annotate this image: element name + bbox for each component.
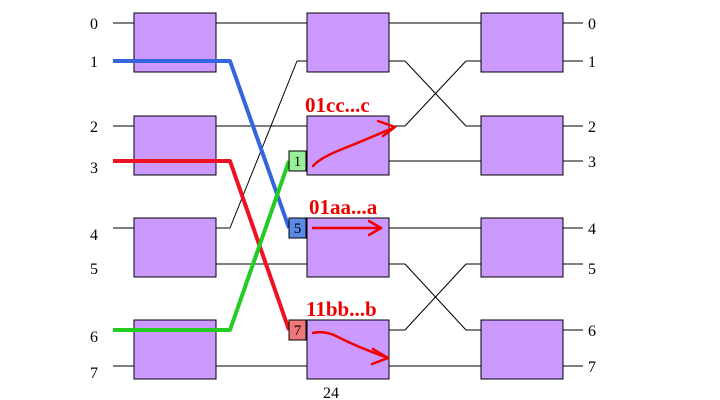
right-port-7: 7 [588,359,596,376]
arrow-bottom [311,330,390,360]
red-route-path [113,159,291,331]
packet-label-middle: 01aa...a [309,195,378,219]
tag-red: 7 [288,319,307,341]
input-wires [113,22,134,367]
left-port-labels: 0 1 2 3 4 5 6 7 [90,16,98,382]
arrowhead-bottom [370,347,390,366]
left-port-6: 6 [90,329,98,346]
left-port-1: 1 [90,54,98,71]
tag-green-label: 1 [294,154,302,170]
stage1-stage2-wires [216,22,307,367]
left-port-7: 7 [90,365,98,382]
right-port-3: 3 [588,154,596,171]
switch-s2-3 [306,319,390,380]
right-port-2: 2 [588,119,596,136]
tag-green: 1 [288,150,307,172]
right-port-1: 1 [588,54,596,71]
arrow-top [311,125,397,168]
right-port-5: 5 [588,261,596,278]
stage2-stage3-wires [389,22,481,367]
green-route-path [113,160,291,332]
switch-s3-3 [480,319,564,380]
footer-number: 24 [323,385,339,400]
tag-blue: 5 [288,217,307,239]
right-port-4: 4 [588,221,596,238]
left-port-3: 3 [90,160,98,177]
arrowhead-top [376,119,397,138]
right-port-0: 0 [588,16,596,33]
switch-s3-2 [480,217,564,278]
packet-label-bottom: 11bb...b [306,297,377,321]
output-wires [563,22,583,367]
right-port-labels: 0 1 2 3 4 5 6 7 [588,16,596,376]
switch-s3-1 [480,115,564,176]
left-port-2: 2 [90,119,98,136]
arrowhead-middle [367,219,383,237]
tag-blue-label: 5 [294,221,302,237]
switch-s1-2 [133,217,217,278]
tag-red-label: 7 [294,323,302,339]
packet-label-top: 01cc...c [305,93,370,117]
switch-s2-0 [306,12,390,73]
switch-s3-0 [480,12,564,73]
switch-s1-0 [133,12,217,73]
blue-route-path [113,59,291,229]
switch-s1-1 [133,115,217,176]
left-port-0: 0 [90,16,98,33]
right-port-6: 6 [588,323,596,340]
left-port-5: 5 [90,261,98,278]
left-port-4: 4 [90,227,98,244]
